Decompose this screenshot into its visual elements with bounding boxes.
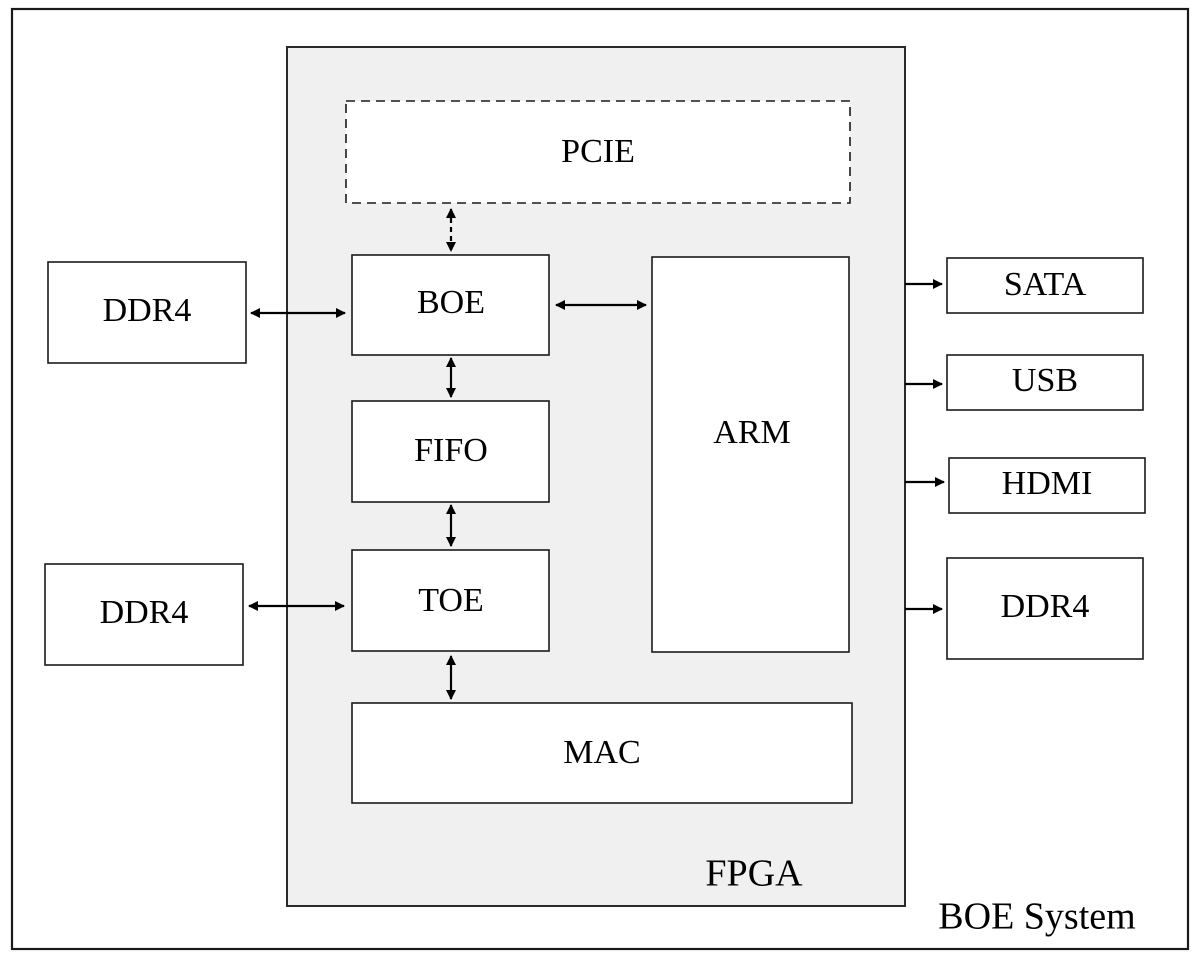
sata-block xyxy=(946,257,1144,314)
sata-label: SATA xyxy=(1004,266,1087,303)
fifo-block xyxy=(351,400,550,503)
ddr4-left-bottom-block xyxy=(44,563,244,666)
ddr4-left-top-label: DDR4 xyxy=(103,292,192,329)
pcie-label: PCIE xyxy=(561,133,635,170)
fpga-label: FPGA xyxy=(705,853,803,895)
fifo-label: FIFO xyxy=(414,432,488,469)
hdmi-block xyxy=(948,457,1146,514)
mac-block xyxy=(351,702,853,804)
pcie-block xyxy=(345,100,851,204)
ddr4-left-top-block xyxy=(47,261,247,364)
boe-label: BOE xyxy=(417,284,485,321)
hdmi-label: HDMI xyxy=(1002,465,1093,502)
ddr4-right-label: DDR4 xyxy=(1001,588,1090,625)
toe-label: TOE xyxy=(418,582,483,619)
ddr4-right-block xyxy=(946,557,1144,660)
usb-block xyxy=(946,354,1144,411)
arm-block xyxy=(651,256,850,653)
usb-label: USB xyxy=(1012,362,1078,399)
ddr4-left-bottom-label: DDR4 xyxy=(100,594,189,631)
mac-label: MAC xyxy=(563,734,640,771)
system-label: BOE System xyxy=(938,896,1135,938)
toe-block xyxy=(351,549,550,652)
boe-block xyxy=(351,254,550,356)
arm-label: ARM xyxy=(713,414,790,451)
